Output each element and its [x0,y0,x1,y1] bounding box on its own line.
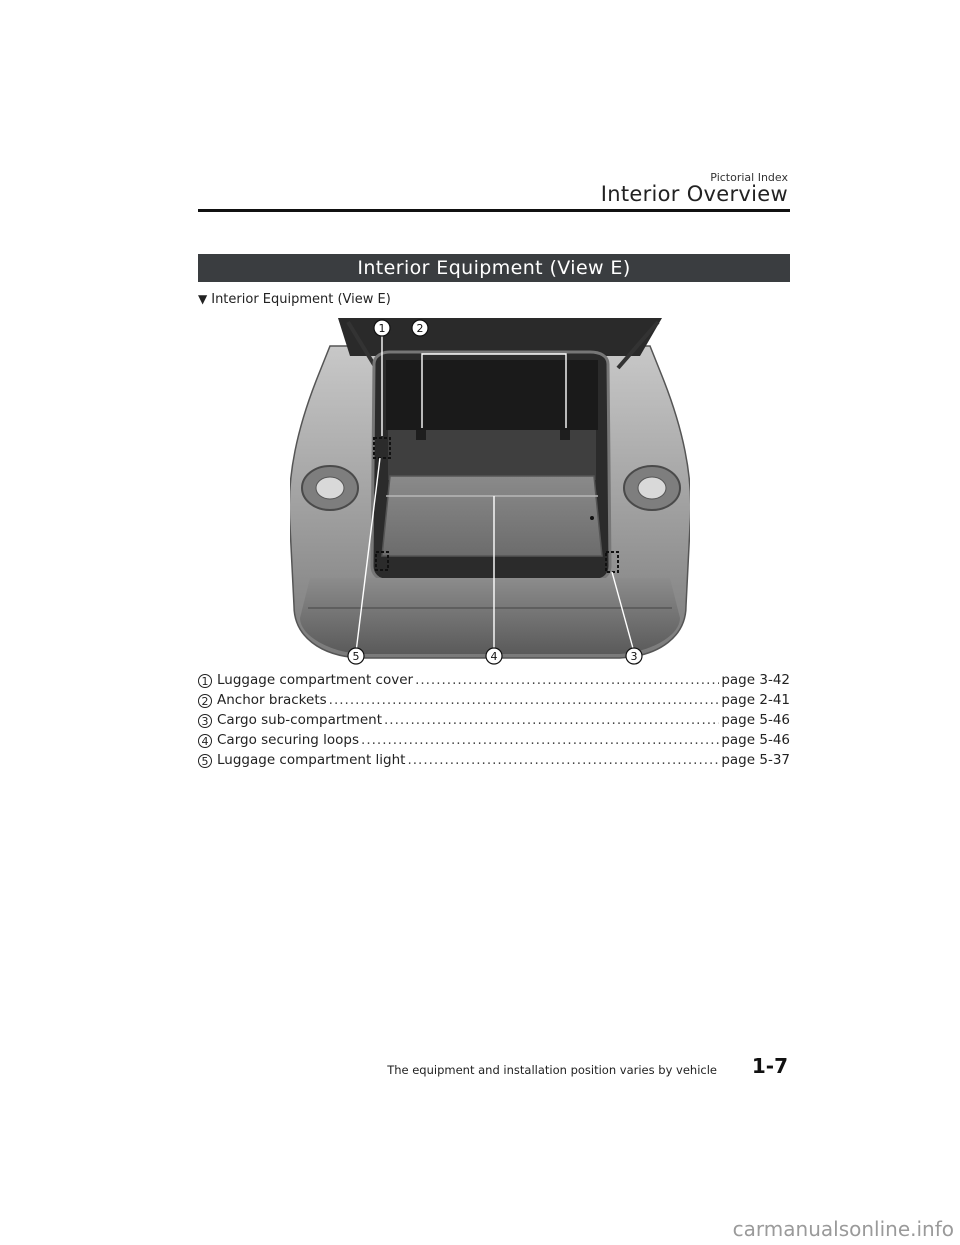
header-section-label: Pictorial Index [710,171,788,184]
item-page-ref[interactable]: page 2-41 [721,692,790,708]
header-rule [198,209,790,212]
cargo-loop-point [590,516,594,520]
anchor-bracket-left [416,430,426,440]
strut-left [346,320,378,370]
leader-2 [421,353,567,428]
list-item: 1 Luggage compartment cover ............… [198,670,790,690]
bumper [300,578,680,654]
cargo-area-illustration: 1 2 3 4 5 [290,318,690,665]
compartment-light-marker [373,437,391,459]
dot-leader: ........................................… [407,752,720,768]
item-page-ref[interactable]: page 5-37 [721,752,790,768]
leader-3 [611,571,635,653]
item-number: 4 [198,734,212,748]
strut-right [616,320,660,370]
item-number: 5 [198,754,212,768]
callout-2: 2 [411,319,429,337]
list-item: 3 Cargo sub-compartment ................… [198,710,790,730]
leader-5 [355,457,381,653]
triangle-marker-icon: ▼ [198,292,208,306]
item-label: Luggage compartment light [217,752,406,768]
callout-3: 3 [625,647,643,665]
footer-note: The equipment and installation position … [387,1063,717,1077]
callout-4: 4 [485,647,503,665]
item-number: 2 [198,694,212,708]
item-page-ref[interactable]: page 5-46 [721,732,790,748]
callout-1-label: 1 [379,322,386,335]
subhead: ▼Interior Equipment (View E) [198,292,391,307]
item-label: Cargo sub-compartment [217,712,382,728]
item-page-ref[interactable]: page 3-42 [721,672,790,688]
callout-1: 1 [373,319,391,337]
callout-5: 5 [347,647,365,665]
item-number: 1 [198,674,212,688]
dot-leader: ........................................… [384,712,719,728]
subhead-text: Interior Equipment (View E) [211,292,391,307]
callout-4-label: 4 [491,650,498,663]
dot-leader: ........................................… [415,672,719,688]
page-title: Interior Overview [600,182,788,206]
list-item: 4 Cargo securing loops .................… [198,730,790,750]
light-marker-bottom-left [375,551,389,571]
item-label: Luggage compartment cover [217,672,414,688]
section-bar: Interior Equipment (View E) [198,254,790,282]
item-label: Anchor brackets [217,692,327,708]
item-label: Cargo securing loops [217,732,360,748]
item-list: 1 Luggage compartment cover ............… [198,670,790,770]
list-item: 2 Anchor brackets ......................… [198,690,790,710]
dot-leader: ........................................… [328,692,720,708]
callout-5-label: 5 [353,650,360,663]
anchor-bracket-right [560,430,570,440]
cargo-floor [381,475,603,557]
dot-leader: ........................................… [361,732,720,748]
page-number: 1-7 [751,1054,788,1078]
item-page-ref[interactable]: page 5-46 [721,712,790,728]
watermark: carmanualsonline.info [732,1217,954,1241]
callout-3-label: 3 [631,650,638,663]
callout-2-label: 2 [417,322,424,335]
item-number: 3 [198,714,212,728]
list-item: 5 Luggage compartment light ............… [198,750,790,770]
